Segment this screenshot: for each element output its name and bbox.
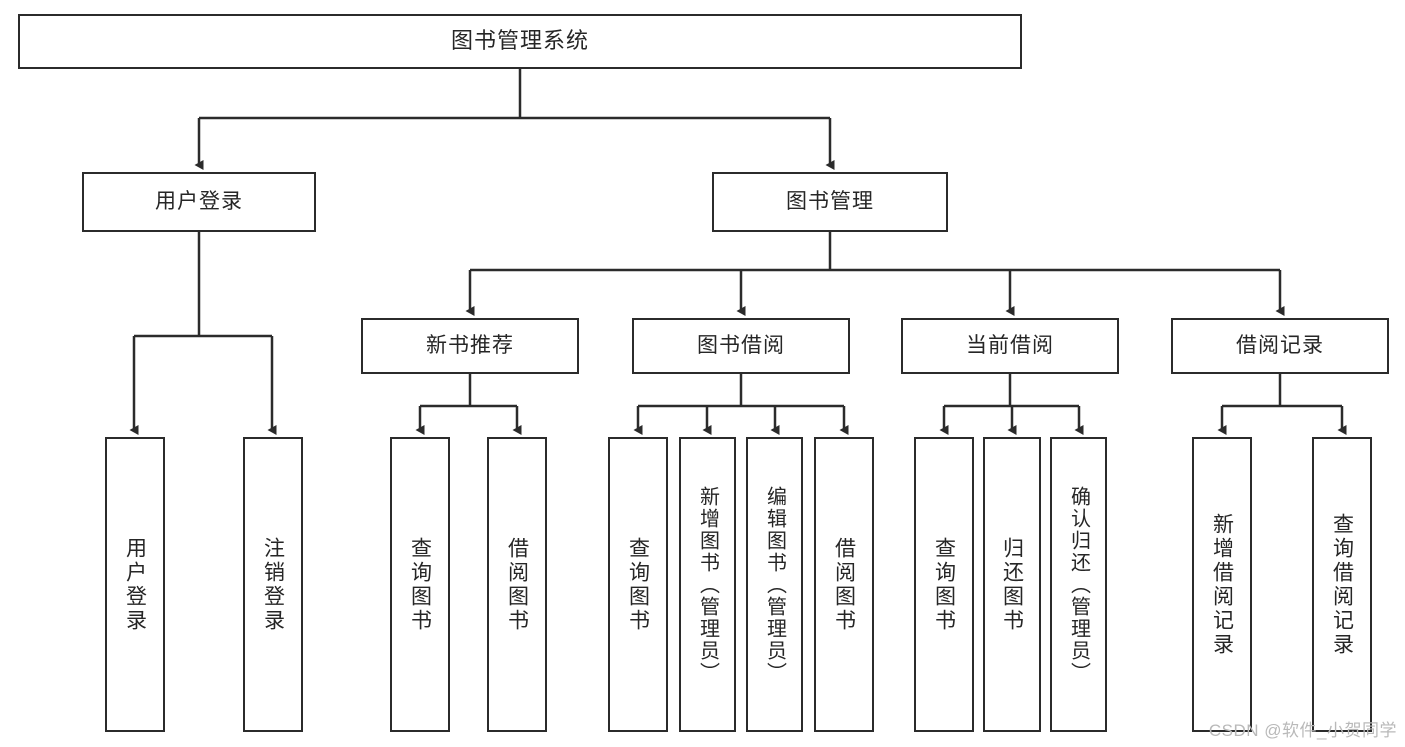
leaf-add-record[interactable]: 新增借阅记录 <box>1192 437 1252 732</box>
leaf-query-book-3[interactable]: 查询图书 <box>914 437 974 732</box>
leaf-confirm-return[interactable]: 确认归还（管理员） <box>1050 437 1107 732</box>
leaf-query-book-2-label: 查询图书 <box>626 536 650 633</box>
leaf-add-book-label: 新增图书（管理员） <box>696 485 719 684</box>
node-current-borrow[interactable]: 当前借阅 <box>901 318 1119 374</box>
leaf-user-login-label: 用户登录 <box>123 536 147 633</box>
leaf-edit-book[interactable]: 编辑图书（管理员） <box>746 437 803 732</box>
leaf-add-book[interactable]: 新增图书（管理员） <box>679 437 736 732</box>
node-borrow-record-label: 借阅记录 <box>1236 334 1324 358</box>
node-user-login-label: 用户登录 <box>155 190 243 214</box>
leaf-query-record-label: 查询借阅记录 <box>1330 512 1354 657</box>
leaf-borrow-book-2[interactable]: 借阅图书 <box>814 437 874 732</box>
leaf-edit-book-label: 编辑图书（管理员） <box>763 485 786 684</box>
node-new-book-recommend[interactable]: 新书推荐 <box>361 318 579 374</box>
node-user-login[interactable]: 用户登录 <box>82 172 316 232</box>
node-current-borrow-label: 当前借阅 <box>966 334 1054 358</box>
leaf-query-book-3-label: 查询图书 <box>932 536 956 633</box>
node-book-borrow[interactable]: 图书借阅 <box>632 318 850 374</box>
leaf-query-book-2[interactable]: 查询图书 <box>608 437 668 732</box>
leaf-add-record-label: 新增借阅记录 <box>1210 512 1234 657</box>
node-book-manage-label: 图书管理 <box>786 190 874 214</box>
node-book-manage[interactable]: 图书管理 <box>712 172 948 232</box>
watermark-text: CSDN @软件_小贺同学 <box>1208 721 1397 740</box>
leaf-user-login[interactable]: 用户登录 <box>105 437 165 732</box>
leaf-return-book[interactable]: 归还图书 <box>983 437 1041 732</box>
node-borrow-record[interactable]: 借阅记录 <box>1171 318 1389 374</box>
node-new-book-recommend-label: 新书推荐 <box>426 334 514 358</box>
leaf-query-book-1[interactable]: 查询图书 <box>390 437 450 732</box>
leaf-confirm-return-label: 确认归还（管理员） <box>1067 485 1090 684</box>
node-root-label: 图书管理系统 <box>450 28 589 54</box>
leaf-query-book-1-label: 查询图书 <box>408 536 432 633</box>
leaf-query-record[interactable]: 查询借阅记录 <box>1312 437 1372 732</box>
leaf-logout-label: 注销登录 <box>261 536 285 633</box>
leaf-borrow-book-1[interactable]: 借阅图书 <box>487 437 547 732</box>
leaf-logout[interactable]: 注销登录 <box>243 437 303 732</box>
leaf-return-book-label: 归还图书 <box>1000 536 1024 633</box>
leaf-borrow-book-2-label: 借阅图书 <box>832 536 856 633</box>
node-book-borrow-label: 图书借阅 <box>697 334 785 358</box>
leaf-borrow-book-1-label: 借阅图书 <box>505 536 529 633</box>
node-root[interactable]: 图书管理系统 <box>18 14 1022 69</box>
